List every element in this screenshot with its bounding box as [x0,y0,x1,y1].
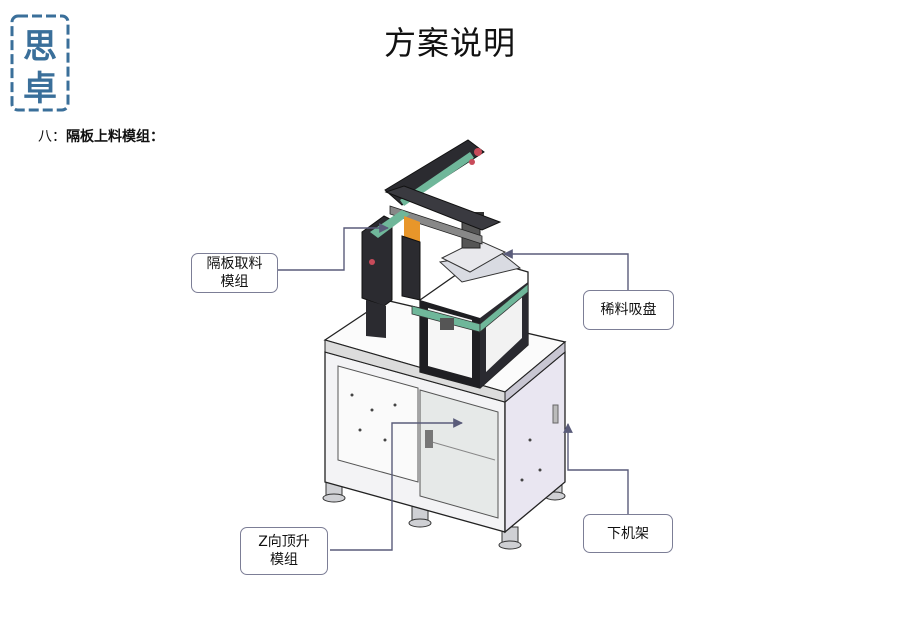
page-title: 方案说明 [383,24,516,62]
callout-separator-pick-module: 隔板取料 模组 [191,253,278,293]
leader-separator-pick [278,223,389,271]
section-title: 隔板上料模组： [66,129,164,145]
company-logo: 思 卓 [10,14,70,112]
callout-suction-cup: 稀料吸盘 [583,290,674,330]
section-heading: 八：隔板上料模组： [38,126,164,146]
pick-arm-left [361,215,393,307]
callout-lower-frame: 下机架 [583,514,673,553]
svg-text:思: 思 [23,27,57,67]
leader-z-lift [330,418,463,551]
svg-text:卓: 卓 [23,69,57,109]
leader-lower-frame [563,423,629,515]
pick-arm-right [401,235,421,301]
section-number: 八： [38,129,66,145]
callout-z-lift-module: Z向顶升 模组 [240,527,328,575]
leader-suction-cup [503,249,629,290]
